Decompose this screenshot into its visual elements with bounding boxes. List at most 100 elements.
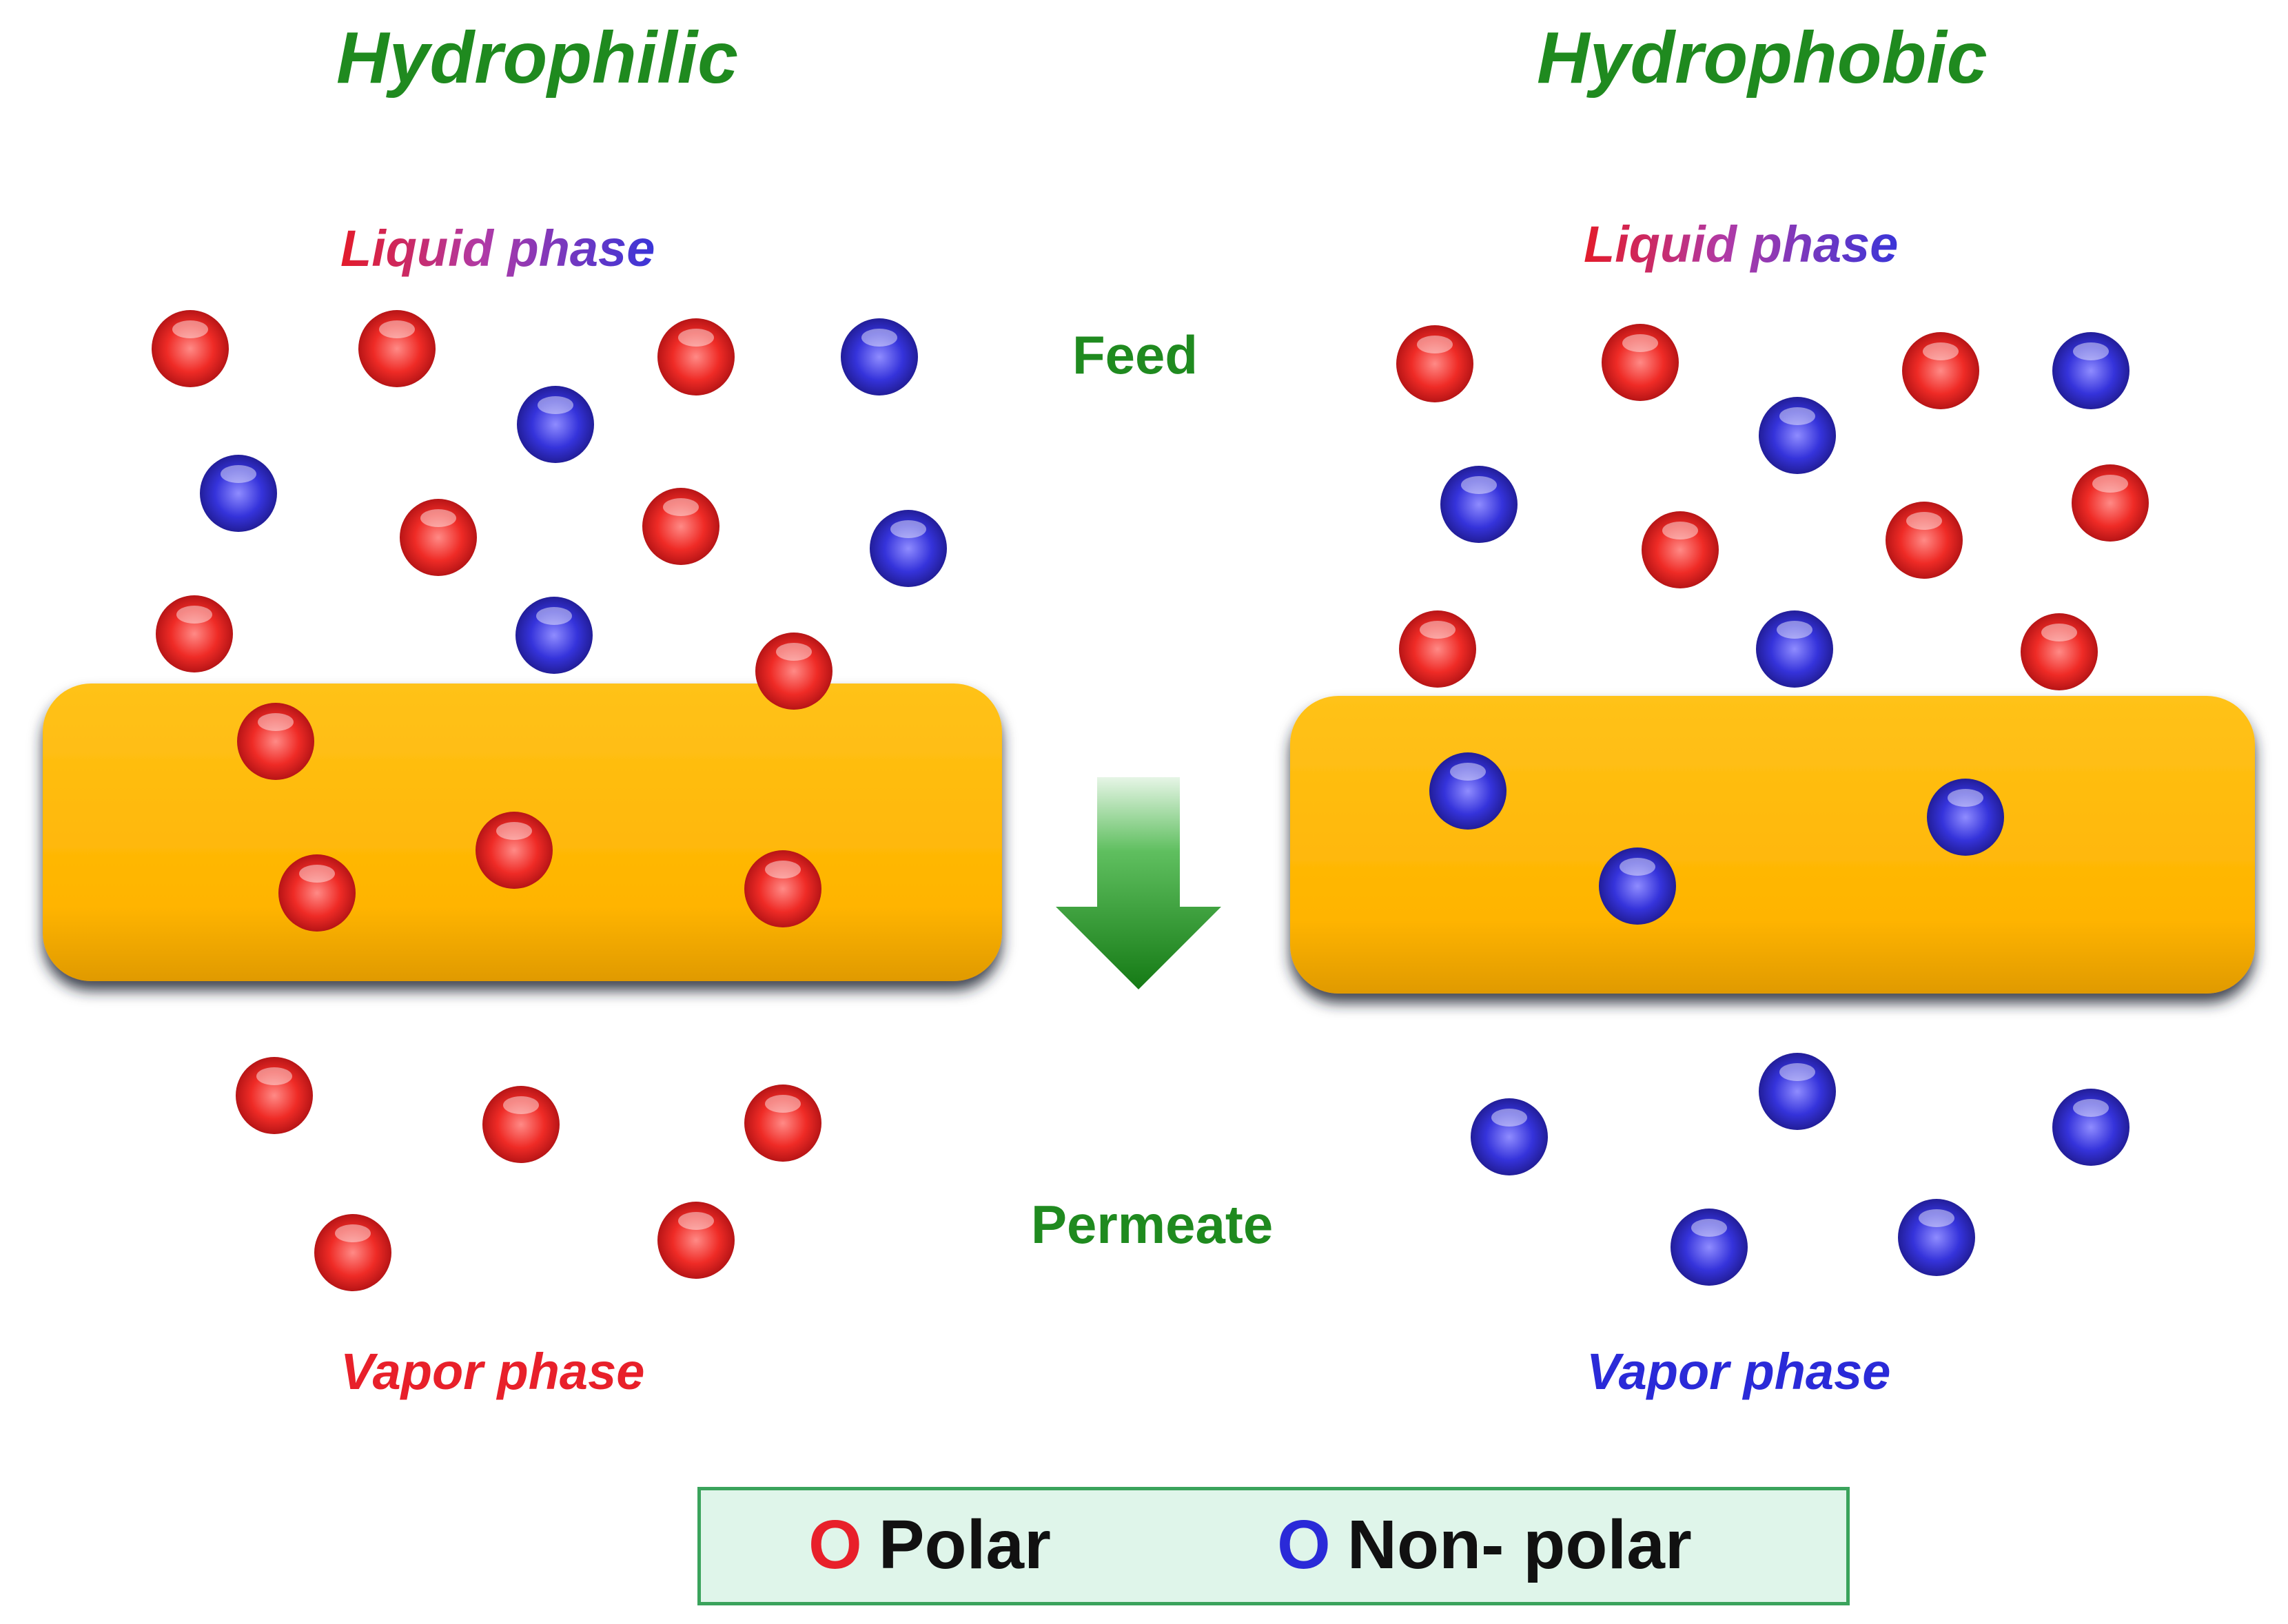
feed-label: Feed — [1072, 325, 1198, 385]
flow-arrow-icon — [1056, 777, 1221, 989]
molecule-highlight — [536, 607, 572, 625]
nonpolar-molecule-icon — [870, 510, 947, 587]
molecule-highlight — [176, 606, 212, 624]
nonpolar-molecule-icon — [515, 597, 593, 674]
polar-molecule-icon — [278, 854, 356, 932]
nonpolar-molecule-icon — [1759, 1053, 1836, 1130]
left-liquid-phase-label: Liquid phase — [340, 219, 655, 278]
polar-molecule-icon — [482, 1086, 560, 1163]
nonpolar-molecule-icon — [517, 386, 594, 463]
molecule-highlight — [1777, 621, 1812, 639]
polar-molecule-icon — [314, 1214, 391, 1291]
polar-molecule-icon — [476, 812, 553, 889]
molecule-highlight — [2073, 1099, 2109, 1117]
molecule-highlight — [678, 1212, 714, 1230]
molecule-highlight — [861, 329, 897, 347]
polar-molecule-icon — [236, 1057, 313, 1134]
molecule-highlight — [890, 520, 926, 538]
left-phase-word: phase — [507, 220, 655, 277]
hydrophilic-title: Hydrophilic — [336, 17, 739, 99]
molecule-highlight — [1779, 1063, 1815, 1081]
polar-molecule-icon — [744, 1085, 821, 1162]
polar-molecule-icon — [152, 310, 229, 387]
molecule-highlight — [1420, 621, 1455, 639]
molecule-highlight — [1691, 1219, 1727, 1237]
polar-molecule-icon — [657, 1202, 735, 1279]
right-phase-word: phase — [1750, 216, 1899, 273]
polar-symbol-icon: O — [808, 1506, 862, 1583]
nonpolar-molecule-icon — [1756, 610, 1833, 688]
nonpolar-molecule-icon — [1599, 847, 1676, 925]
molecule-highlight — [1450, 763, 1486, 781]
nonpolar-molecule-icon — [1429, 752, 1506, 830]
polar-molecule-icon — [1886, 502, 1963, 579]
molecule-highlight — [538, 396, 573, 414]
right-liquid-phase-label: Liquid phase — [1584, 215, 1898, 274]
nonpolar-symbol-icon: O — [1277, 1506, 1331, 1583]
polar-molecule-icon — [657, 318, 735, 395]
molecule-highlight — [420, 509, 456, 527]
molecule-highlight — [1906, 512, 1942, 530]
polar-molecule-icon — [156, 595, 233, 672]
nonpolar-molecule-icon — [1671, 1209, 1748, 1286]
nonpolar-molecule-icon — [1440, 466, 1518, 543]
polar-molecule-icon — [1602, 324, 1679, 401]
molecule-highlight — [335, 1224, 371, 1242]
right-vapor-phase-label: Vapor phase — [1586, 1343, 1891, 1400]
molecule-highlight — [221, 465, 256, 483]
polar-molecule-icon — [642, 488, 719, 565]
molecule-highlight — [172, 320, 208, 338]
molecule-highlight — [1491, 1109, 1527, 1127]
molecule-highlight — [256, 1067, 292, 1085]
molecule-highlight — [1779, 407, 1815, 425]
molecule-highlight — [1919, 1209, 1954, 1227]
legend-polar-label: Polar — [878, 1506, 1051, 1583]
polar-molecule-icon — [1902, 332, 1979, 409]
molecule-highlight — [2092, 475, 2128, 493]
left-vapor-phase-label: Vapor phase — [340, 1343, 645, 1400]
molecule-highlight — [1461, 476, 1497, 494]
molecule-highlight — [379, 320, 415, 338]
molecule-highlight — [765, 1095, 801, 1113]
molecule-highlight — [258, 713, 294, 731]
polar-molecule-icon — [237, 703, 314, 780]
polar-molecule-icon — [358, 310, 436, 387]
polar-molecule-icon — [400, 499, 477, 576]
nonpolar-molecule-icon — [1927, 779, 2004, 856]
polar-molecule-icon — [1642, 511, 1719, 588]
left-liquid-word: Liquid — [340, 220, 493, 277]
nonpolar-molecule-icon — [841, 318, 918, 395]
nonpolar-molecule-icon — [200, 455, 277, 532]
molecule-highlight — [678, 329, 714, 347]
molecule-highlight — [2041, 624, 2077, 641]
molecule-highlight — [299, 865, 335, 883]
hydrophobic-title: Hydrophobic — [1537, 17, 1988, 99]
molecule-highlight — [1622, 334, 1658, 352]
molecule-highlight — [2073, 342, 2109, 360]
hydrophobic-membrane — [1290, 696, 2255, 994]
nonpolar-molecule-icon — [1471, 1098, 1548, 1175]
polar-molecule-icon — [744, 850, 821, 927]
polar-molecule-icon — [1399, 610, 1476, 688]
molecule-group — [152, 310, 2149, 1291]
nonpolar-molecule-icon — [1898, 1199, 1975, 1276]
right-liquid-word: Liquid — [1584, 216, 1737, 273]
molecule-highlight — [1620, 858, 1655, 876]
permeate-label: Permeate — [1031, 1194, 1274, 1255]
polar-molecule-icon — [755, 633, 833, 710]
polar-molecule-icon — [2021, 613, 2098, 690]
molecule-highlight — [1923, 342, 1959, 360]
molecule-highlight — [1948, 789, 1983, 807]
nonpolar-molecule-icon — [2052, 1089, 2129, 1166]
polar-molecule-icon — [2072, 464, 2149, 542]
molecule-highlight — [496, 822, 532, 840]
molecule-highlight — [776, 643, 812, 661]
molecule-highlight — [503, 1096, 539, 1114]
molecule-highlight — [765, 861, 801, 878]
legend-nonpolar-label: Non- polar — [1347, 1506, 1692, 1583]
nonpolar-molecule-icon — [1759, 397, 1836, 474]
